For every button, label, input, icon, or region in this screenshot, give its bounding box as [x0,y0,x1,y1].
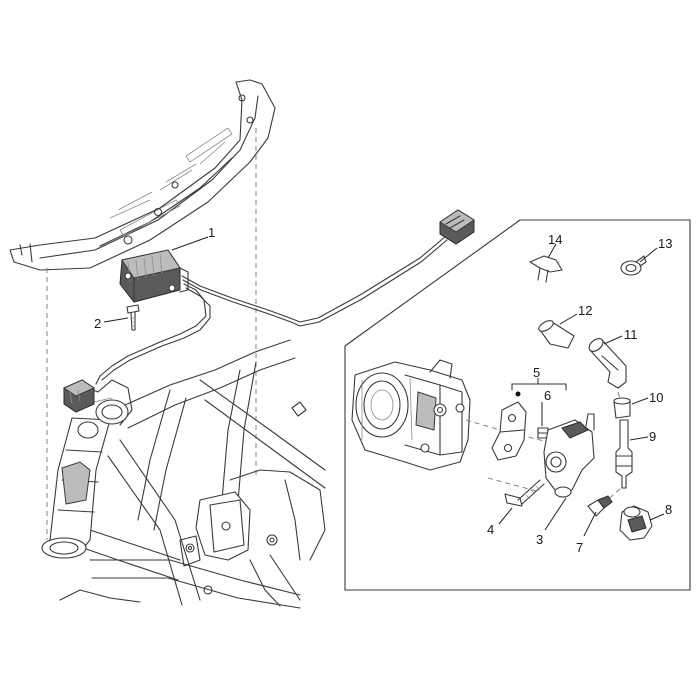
callout-8: 8 [665,502,672,517]
retaining-clip [529,255,563,283]
wiring-harness [95,235,448,385]
callout-12: 12 [578,303,592,318]
callout-3: 3 [536,532,543,547]
small-cap [613,397,631,419]
guide-line-injector [519,434,561,446]
callout-1: 1 [208,225,215,240]
callout-2: 2 [94,316,101,331]
group-bracket-ends [511,383,567,391]
leader-lines [103,236,665,537]
mounting-bracket [491,401,527,461]
callout-7: 7 [576,540,583,555]
callout-14: 14 [548,232,562,247]
hose-sleeve [538,320,575,349]
upper-frame-rail [9,79,276,271]
steering-head-tube [41,399,129,559]
detail-inset-frame [344,219,691,591]
voltage-regulator [119,249,189,303]
harness-connector-upper [439,209,475,245]
regulator-screw [126,304,140,331]
callout-10: 10 [649,390,663,405]
small-sensor [587,495,613,517]
vent-pipe [615,419,633,489]
harness-connector-lower [62,379,96,413]
callout-9: 9 [649,429,656,444]
elbow-cap [619,505,653,541]
callout-13: 13 [658,236,672,251]
callout-5: 5 [533,365,540,380]
idle-actuator [543,413,595,498]
hose-clamp [620,255,647,276]
center-bracket [179,491,251,567]
lower-frame [59,339,326,609]
callout-4: 4 [487,522,494,537]
callout-11: 11 [624,327,638,342]
guide-line-bolt [487,477,541,493]
hose-elbow [588,338,627,389]
throttle-body [351,359,471,471]
actuator-bolt [504,479,545,507]
callout-6: 6 [544,388,551,403]
guide-line-bracket [465,419,501,431]
group-marker-dot [515,391,521,397]
